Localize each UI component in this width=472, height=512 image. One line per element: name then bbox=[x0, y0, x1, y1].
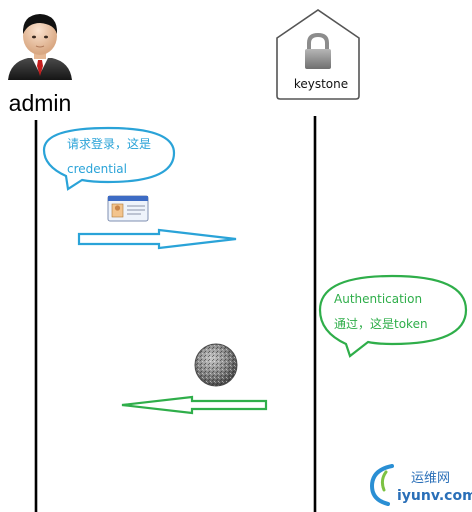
keystone-actor: keystone bbox=[276, 9, 360, 100]
credential-bubble-line-2: credential bbox=[67, 162, 127, 176]
credential-bubble-line-1: 请求登录，这是 bbox=[67, 136, 151, 151]
token-arrow bbox=[121, 395, 268, 415]
admin-label: admin bbox=[9, 90, 72, 116]
token-coin-icon bbox=[194, 343, 238, 387]
lock-icon bbox=[305, 32, 331, 69]
token-bubble-line-2: 通过，这是token bbox=[334, 316, 428, 331]
token-message: Authentication 通过，这是token bbox=[121, 274, 468, 415]
watermark-cn: 运维网 bbox=[411, 471, 450, 486]
credential-message: 请求登录，这是 credential bbox=[42, 126, 237, 250]
keystone-label: keystone bbox=[294, 77, 348, 91]
credential-arrow bbox=[77, 228, 237, 250]
credential-speech-bubble: 请求登录，这是 credential bbox=[42, 126, 176, 191]
site-logo-icon bbox=[369, 464, 394, 506]
token-speech-bubble: Authentication 通过，这是token bbox=[318, 274, 468, 358]
token-bubble-line-1: Authentication bbox=[334, 292, 422, 306]
site-watermark: 运维网 iyunv.com bbox=[369, 464, 472, 506]
watermark-url: iyunv.com bbox=[397, 488, 472, 504]
admin-actor: admin bbox=[8, 14, 72, 116]
user-avatar-icon bbox=[8, 14, 72, 80]
id-card-icon bbox=[107, 195, 149, 222]
